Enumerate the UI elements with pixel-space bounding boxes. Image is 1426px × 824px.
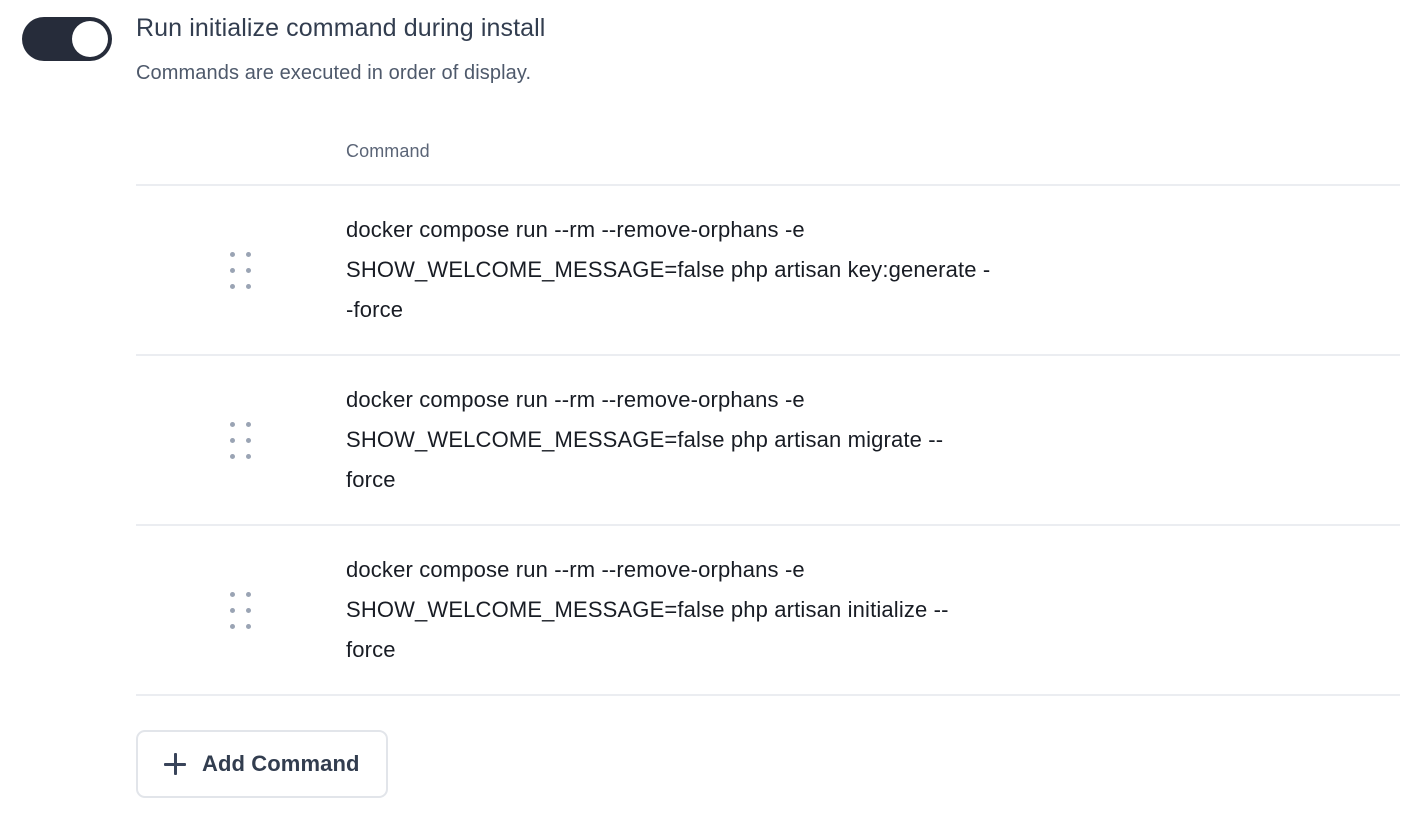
column-header-command: Command: [346, 141, 430, 161]
command-value[interactable]: docker compose run --rm --remove-orphans…: [346, 557, 949, 662]
table-row-command-cell: docker compose run --rm --remove-orphans…: [346, 358, 1400, 522]
table-header-command-cell: Command: [346, 140, 1400, 162]
table-row-handle-cell: [136, 591, 346, 629]
commands-table: Command docker compose run --rm --remove…: [136, 140, 1400, 696]
table-row[interactable]: docker compose run --rm --remove-orphans…: [136, 526, 1400, 696]
drag-handle-icon[interactable]: [230, 421, 251, 459]
run-initialize-command-toggle[interactable]: [22, 17, 112, 61]
table-row[interactable]: docker compose run --rm --remove-orphans…: [136, 186, 1400, 356]
table-row-command-cell: docker compose run --rm --remove-orphans…: [346, 528, 1400, 692]
plus-icon: [164, 753, 186, 775]
table-row-handle-cell: [136, 421, 346, 459]
setting-header: Run initialize command during install Co…: [0, 0, 545, 86]
add-command-button[interactable]: Add Command: [136, 730, 388, 798]
add-command-button-label: Add Command: [202, 751, 360, 776]
command-value[interactable]: docker compose run --rm --remove-orphans…: [346, 217, 991, 322]
table-row-command-cell: docker compose run --rm --remove-orphans…: [346, 188, 1400, 352]
table-header-row: Command: [136, 140, 1400, 186]
toggle-knob: [72, 21, 108, 57]
setting-title-block: Run initialize command during install Co…: [136, 0, 545, 86]
command-value[interactable]: docker compose run --rm --remove-orphans…: [346, 387, 944, 492]
table-row-handle-cell: [136, 251, 346, 289]
setting-title: Run initialize command during install: [136, 14, 546, 42]
drag-handle-icon[interactable]: [230, 591, 251, 629]
drag-handle-icon[interactable]: [230, 251, 251, 289]
setting-subtitle: Commands are executed in order of displa…: [136, 62, 532, 84]
table-row[interactable]: docker compose run --rm --remove-orphans…: [136, 356, 1400, 526]
